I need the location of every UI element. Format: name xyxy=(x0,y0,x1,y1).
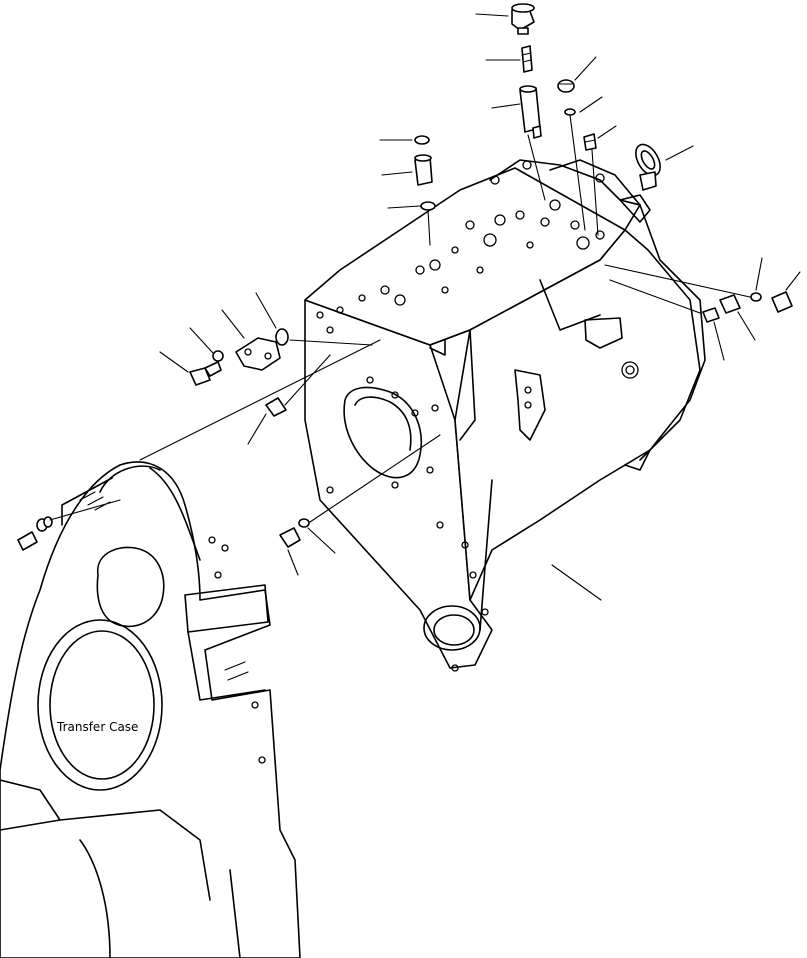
pressure-switch xyxy=(511,3,535,35)
elbow-plug-left xyxy=(265,397,287,417)
transfer-case-label: Transfer Case xyxy=(56,720,138,734)
plug-top xyxy=(557,79,576,116)
plug-mid xyxy=(279,518,310,548)
orifice-plug xyxy=(414,135,436,211)
eyebolt xyxy=(635,143,661,191)
small-fitting xyxy=(521,45,533,73)
right-plug-2 xyxy=(702,294,741,323)
right-plug-1 xyxy=(750,291,793,313)
spool-sleeve xyxy=(519,85,542,139)
cover-plate xyxy=(235,337,281,371)
o-ring-cover xyxy=(275,328,289,346)
small-plug-2 xyxy=(583,133,597,151)
cover-bolt xyxy=(189,350,224,386)
leader-lines xyxy=(49,13,801,601)
flange-bolt xyxy=(17,516,53,551)
transfer-case-housing: Transfer Case xyxy=(0,461,301,958)
main-transmission-housing xyxy=(304,159,706,672)
